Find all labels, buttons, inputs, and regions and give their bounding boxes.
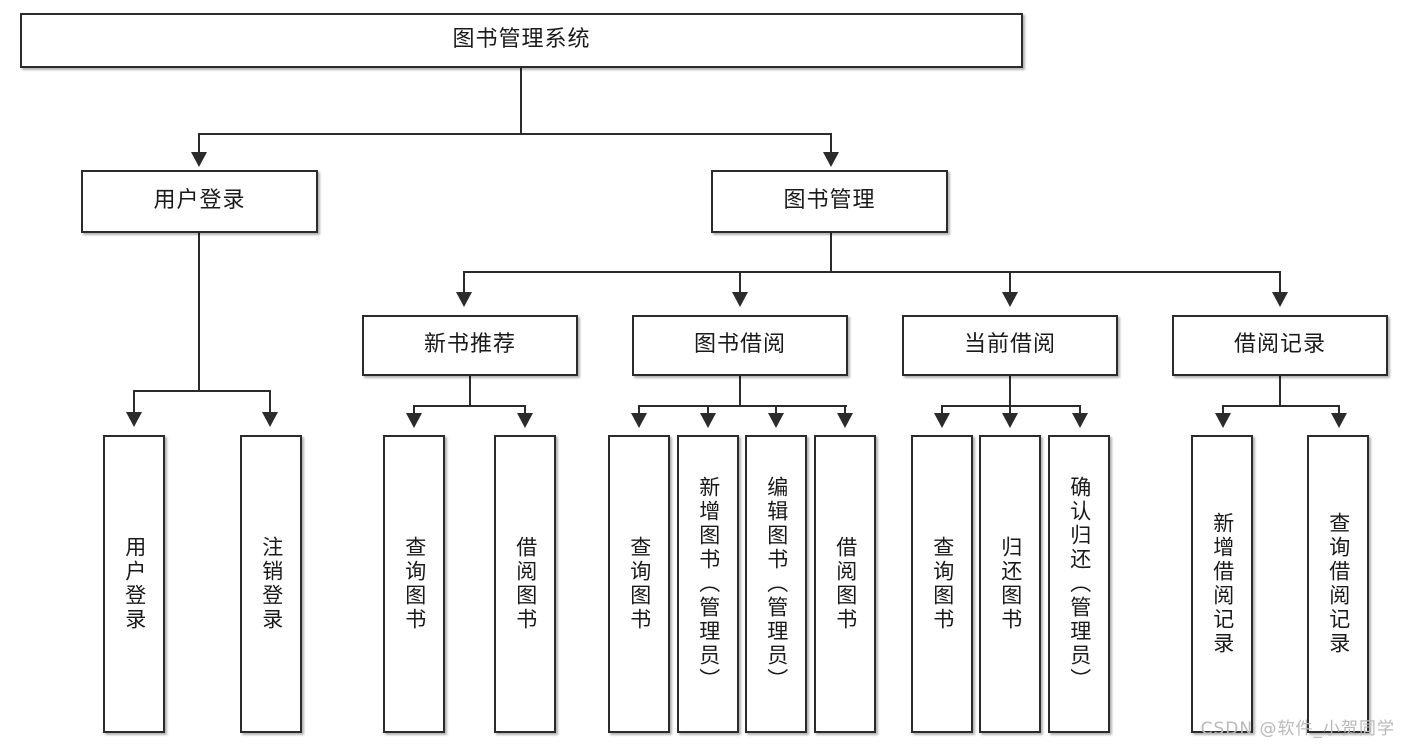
node-leaf-query-book-2[interactable]: 查询图书: [608, 435, 670, 733]
connector-bm-to-borrow-record: [1279, 271, 1281, 295]
connector-root-bus: [198, 133, 832, 135]
connector-new-book-branch-1: [413, 405, 415, 417]
connector-new-book-stem: [469, 376, 471, 406]
node-borrow-record[interactable]: 借阅记录: [1172, 315, 1388, 376]
node-label: 图书借阅: [693, 332, 786, 358]
arrowhead-leaf-add-book-admin: [700, 413, 716, 428]
node-label: 借阅图书: [513, 536, 538, 632]
node-user-login[interactable]: 用户登录: [81, 170, 318, 233]
node-label: 查询图书: [627, 536, 652, 632]
connector-new-book-branch-2: [524, 405, 526, 417]
connector-user-login-branch-2: [269, 390, 271, 416]
arrowhead-leaf-edit-book-admin: [768, 413, 784, 428]
node-leaf-edit-book-admin[interactable]: 编辑图书（管理员）: [745, 435, 807, 733]
node-label: 归还图书: [998, 536, 1023, 632]
connector-borrow-record-bus: [1222, 405, 1339, 407]
node-label: 图书管理: [783, 188, 876, 214]
connector-current-borrow-stem: [1009, 376, 1011, 406]
arrowhead-leaf-borrow-book-2: [837, 413, 853, 428]
connector-borrow-record-branch-2: [1338, 405, 1340, 417]
arrowhead-new-book-recommend: [456, 292, 472, 307]
node-leaf-query-book-1[interactable]: 查询图书: [383, 435, 445, 733]
node-leaf-query-borrow-record[interactable]: 查询借阅记录: [1307, 435, 1369, 733]
node-label: 借阅记录: [1233, 332, 1326, 358]
connector-current-borrow-branch-2: [1009, 405, 1011, 417]
connector-book-borrow-branch-3: [775, 405, 777, 417]
arrowhead-leaf-query-borrow-record: [1331, 413, 1347, 428]
arrowhead-leaf-user-login: [126, 412, 142, 427]
arrowhead-leaf-query-book-3: [934, 413, 950, 428]
node-label: 当前借阅: [963, 332, 1056, 358]
arrowhead-leaf-borrow-book-1: [517, 413, 533, 428]
node-label: 注销登录: [259, 536, 284, 632]
node-leaf-return-book[interactable]: 归还图书: [979, 435, 1041, 733]
node-label: 编辑图书（管理员）: [764, 476, 789, 692]
node-label: 借阅图书: [833, 536, 858, 632]
node-label: 查询图书: [402, 536, 427, 632]
arrowhead-book-management: [823, 152, 839, 167]
node-label: 用户登录: [122, 536, 147, 632]
connector-book-borrow-branch-4: [844, 405, 846, 417]
arrowhead-leaf-query-book-1: [406, 413, 422, 428]
node-leaf-borrow-book-2[interactable]: 借阅图书: [814, 435, 876, 733]
connector-book-borrow-stem: [739, 376, 741, 406]
connector-root-to-book-management: [830, 133, 832, 156]
arrowhead-leaf-add-borrow-record: [1215, 413, 1231, 428]
connector-borrow-record-branch-1: [1222, 405, 1224, 417]
node-label: 确认归还（管理员）: [1067, 476, 1092, 692]
arrowhead-leaf-return-book: [1002, 413, 1018, 428]
connector-current-borrow-branch-1: [941, 405, 943, 417]
node-label: 用户登录: [153, 188, 246, 214]
node-leaf-logout-login[interactable]: 注销登录: [240, 435, 302, 733]
connector-current-borrow-bus: [941, 405, 1081, 407]
node-leaf-add-borrow-record[interactable]: 新增借阅记录: [1191, 435, 1253, 733]
node-book-management-system[interactable]: 图书管理系统: [20, 13, 1023, 68]
connector-borrow-record-stem: [1279, 376, 1281, 406]
connector-user-login-stem: [198, 233, 200, 391]
node-book-management[interactable]: 图书管理: [711, 170, 948, 233]
connector-bm-to-new-book: [463, 271, 465, 295]
connector-book-management-stem: [830, 233, 832, 272]
connector-book-borrow-branch-1: [638, 405, 640, 417]
node-book-borrow[interactable]: 图书借阅: [632, 315, 848, 376]
node-leaf-user-login[interactable]: 用户登录: [103, 435, 165, 733]
node-label: 查询图书: [930, 536, 955, 632]
node-label: 新增图书（管理员）: [696, 476, 721, 692]
connector-root-to-user-login: [198, 133, 200, 156]
node-new-book-recommend[interactable]: 新书推荐: [362, 315, 578, 376]
node-leaf-query-book-3[interactable]: 查询图书: [911, 435, 973, 733]
connector-bm-to-book-borrow: [739, 271, 741, 295]
connector-new-book-bus: [413, 405, 525, 407]
connector-book-management-bus: [463, 271, 1280, 273]
node-leaf-borrow-book-1[interactable]: 借阅图书: [494, 435, 556, 733]
arrowhead-leaf-query-book-2: [631, 413, 647, 428]
node-label: 新书推荐: [423, 332, 516, 358]
node-label: 图书管理系统: [452, 27, 591, 53]
connector-book-borrow-bus: [638, 405, 847, 407]
connector-bm-to-current-borrow: [1009, 271, 1011, 295]
connector-book-borrow-branch-2: [707, 405, 709, 417]
node-leaf-add-book-admin[interactable]: 新增图书（管理员）: [677, 435, 739, 733]
arrowhead-user-login: [191, 152, 207, 167]
arrowhead-leaf-confirm-return-admin: [1072, 413, 1088, 428]
connector-current-borrow-branch-3: [1079, 405, 1081, 417]
node-label: 查询借阅记录: [1326, 512, 1351, 656]
arrowhead-book-borrow: [732, 292, 748, 307]
connector-user-login-bus: [133, 390, 270, 392]
node-current-borrow[interactable]: 当前借阅: [902, 315, 1118, 376]
arrowhead-leaf-logout-login: [262, 412, 278, 427]
arrowhead-borrow-record: [1272, 292, 1288, 307]
connector-user-login-branch-1: [133, 390, 135, 416]
connector-root-stem: [520, 68, 522, 134]
arrowhead-current-borrow: [1002, 292, 1018, 307]
node-leaf-confirm-return-admin[interactable]: 确认归还（管理员）: [1048, 435, 1110, 733]
node-label: 新增借阅记录: [1210, 512, 1235, 656]
